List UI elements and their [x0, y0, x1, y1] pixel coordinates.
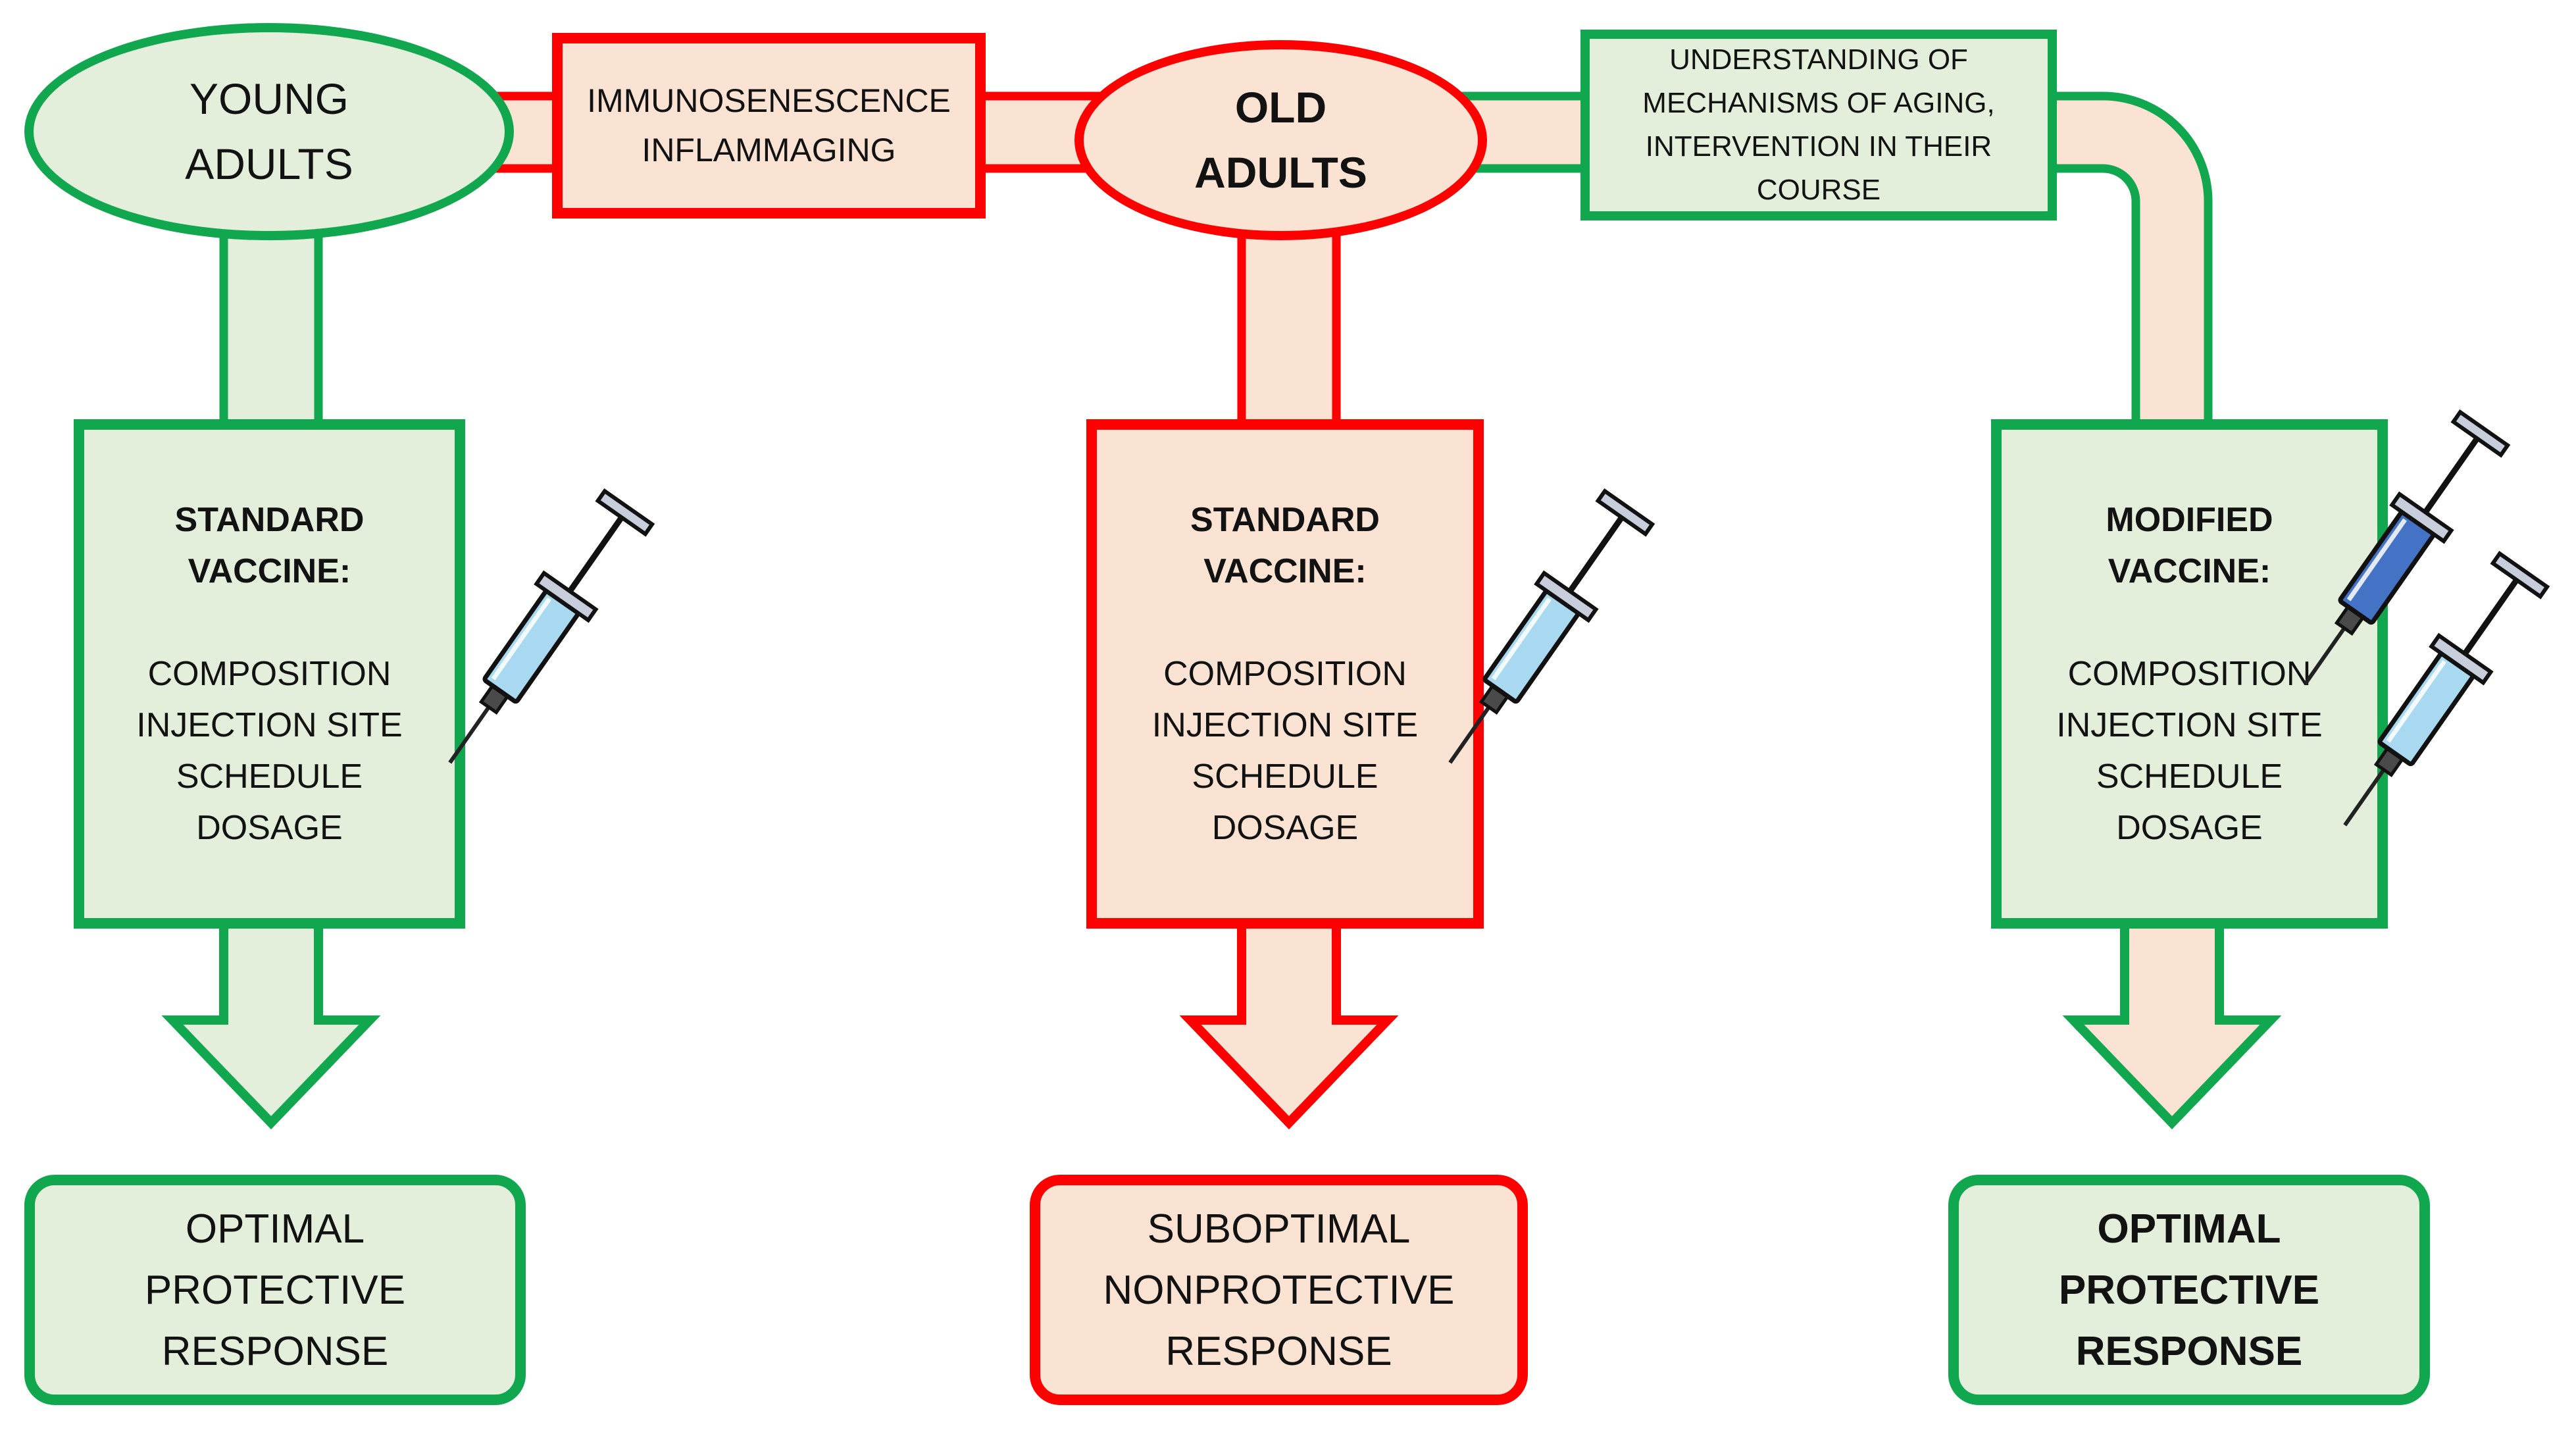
standard-vaccine-young-details: COMPOSITION INJECTION SITE SCHEDULE DOSA… [136, 655, 403, 847]
arrow-standard-young-to-optimal [161, 919, 381, 1130]
standard-vaccine-young-box: STANDARD VACCINE: COMPOSITION INJECTION … [74, 419, 465, 929]
optimal-response-modified-box: OPTIMAL PROTECTIVE RESPONSE [1948, 1175, 2430, 1405]
connector-understanding-to-modified-elbow [2029, 91, 2213, 444]
optimal-response-modified-label: OPTIMAL PROTECTIVE RESPONSE [2058, 1206, 2320, 1374]
understanding-label: UNDERSTANDING OF MECHANISMS OF AGING, IN… [1642, 43, 1995, 206]
standard-vaccine-old-title: STANDARD VACCINE: [1190, 501, 1380, 590]
standard-vaccine-old-box: STANDARD VACCINE: COMPOSITION INJECTION … [1086, 419, 1484, 929]
arrow-modified-to-optimal [2062, 919, 2282, 1130]
young-adults-ellipse: YOUNG ADULTS [24, 23, 514, 240]
modified-vaccine-details: COMPOSITION INJECTION SITE SCHEDULE DOSA… [2056, 655, 2323, 847]
immunosenescence-label: IMMUNOSENESCENCE INFLAMMAGING [587, 82, 951, 168]
immunosenescence-box: IMMUNOSENESCENCE INFLAMMAGING [552, 33, 986, 218]
standard-vaccine-young-title: STANDARD VACCINE: [174, 501, 365, 590]
modified-vaccine-title: MODIFIED VACCINE: [2106, 501, 2273, 590]
suboptimal-response-box: SUBOPTIMAL NONPROTECTIVE RESPONSE [1030, 1175, 1528, 1405]
optimal-response-young-label: OPTIMAL PROTECTIVE RESPONSE [144, 1206, 406, 1374]
modified-vaccine-box: MODIFIED VACCINE: COMPOSITION INJECTION … [1991, 419, 2388, 929]
old-adults-ellipse: OLD ADULTS [1074, 40, 1487, 240]
understanding-box: UNDERSTANDING OF MECHANISMS OF AGING, IN… [1580, 30, 2057, 220]
optimal-response-young-box: OPTIMAL PROTECTIVE RESPONSE [24, 1175, 526, 1405]
young-adults-label: YOUNG ADULTS [185, 74, 353, 188]
standard-vaccine-old-details: COMPOSITION INJECTION SITE SCHEDULE DOSA… [1151, 655, 1419, 847]
old-adults-label: OLD ADULTS [1194, 83, 1367, 197]
suboptimal-response-label: SUBOPTIMAL NONPROTECTIVE RESPONSE [1103, 1206, 1455, 1374]
arrow-standard-old-to-suboptimal [1179, 919, 1399, 1130]
